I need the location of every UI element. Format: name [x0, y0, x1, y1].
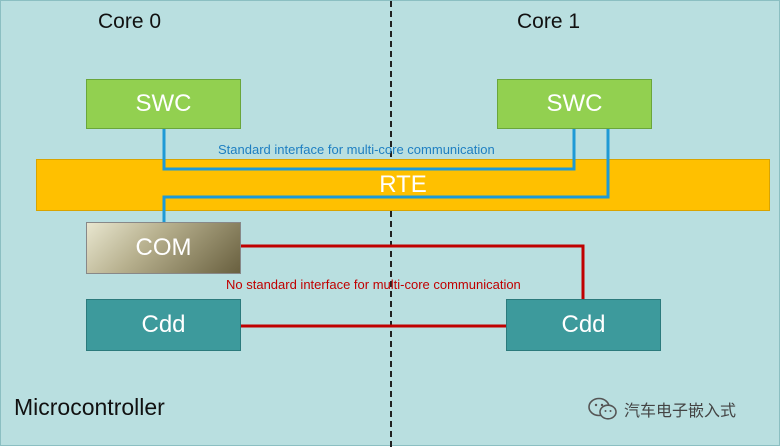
no-standard-interface-caption: No standard interface for multi-core com…	[226, 277, 521, 292]
standard-interface-caption: Standard interface for multi-core commun…	[218, 142, 495, 157]
core-0-label: Core 0	[98, 10, 162, 33]
com-box: COM	[86, 222, 241, 274]
core-divider	[390, 1, 392, 447]
standard-link-swc0-swc1	[162, 129, 576, 171]
wechat-icon	[588, 396, 618, 422]
watermark-text: 汽车电子嵌入式	[624, 403, 737, 420]
cdd-core0-box: Cdd	[86, 299, 241, 351]
watermark: 汽车电子嵌入式	[588, 396, 736, 422]
core-1-label: Core 1	[517, 10, 581, 33]
nostd-link-com-cdd1	[241, 244, 585, 299]
swc-core0-box: SWC	[86, 79, 241, 129]
microcontroller-label: Microcontroller	[14, 394, 165, 420]
standard-link-swc1-com	[162, 129, 610, 222]
cdd-core1-box: Cdd	[506, 299, 661, 351]
swc-core1-box: SWC	[497, 79, 652, 129]
